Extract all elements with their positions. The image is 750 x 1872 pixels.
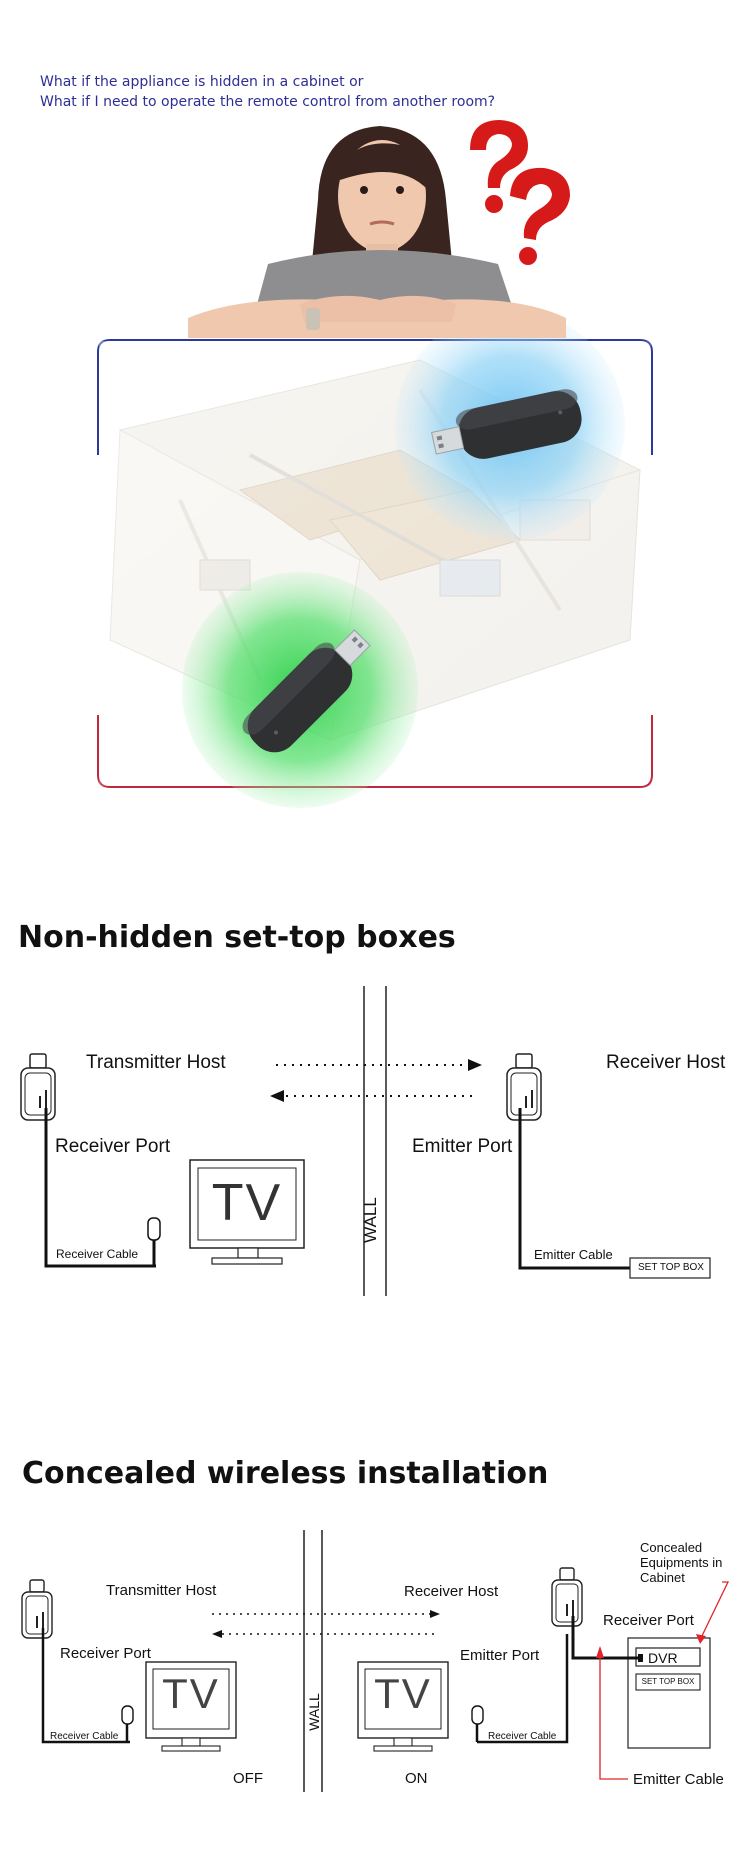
receiver-sensor: [147, 1217, 161, 1241]
hero-frame: [97, 339, 653, 455]
emitter-cable: [518, 1108, 630, 1270]
receiver-cable-left: [41, 1628, 130, 1744]
label-receiver-port-right: Receiver Port: [603, 1612, 694, 1629]
tv-icon: [189, 1159, 305, 1265]
label-receiver-cable-right: Receiver Cable: [488, 1731, 557, 1742]
tv-icon-left: [145, 1661, 237, 1752]
label-emitter-cable: Emitter Cable: [534, 1247, 613, 1262]
label-receiver-cable-left: Receiver Cable: [50, 1731, 119, 1742]
label-transmitter-host: Transmitter Host: [86, 1052, 226, 1073]
label-receiver-cable: Receiver Cable: [56, 1247, 139, 1261]
receiver-host-device: [506, 1053, 542, 1121]
label-receiver-port: Receiver Port: [55, 1136, 171, 1157]
diagram-nonhidden: [20, 986, 711, 1296]
label-emitter-port-2: Emitter Port: [460, 1647, 540, 1664]
emitter-cable-link: [571, 1616, 640, 1660]
label-tv: TV: [211, 1174, 283, 1232]
label-receiver-host-2: Receiver Host: [404, 1583, 499, 1600]
usb-dongle-icon: [431, 389, 582, 459]
label-transmitter-host-2: Transmitter Host: [106, 1582, 217, 1599]
intro-line-1: What if the appliance is hidden in a cab…: [40, 74, 364, 90]
set-top-box: [629, 1257, 711, 1279]
section-title-concealed: Concealed wireless installation: [22, 1456, 549, 1491]
question-mark-icon: [470, 120, 570, 265]
receiver-host-device: [551, 1567, 583, 1627]
label-wall: WALL: [360, 1197, 380, 1243]
label-emitter-port: Emitter Port: [412, 1136, 513, 1157]
usb-dongle-icon: [242, 629, 371, 753]
transmitter-host-device: [20, 1053, 56, 1121]
tv-icon-right: [357, 1661, 449, 1752]
receiver-cable-right: [477, 1634, 569, 1744]
label-tv-right: TV: [374, 1670, 432, 1717]
transmitter-host-device: [21, 1579, 53, 1639]
label-set-top-box-2: SET TOP BOX: [641, 1677, 695, 1686]
intro-line-2: What if I need to operate the remote con…: [40, 94, 496, 110]
diagram-concealed: [21, 1530, 730, 1792]
intro-text: What if the appliance is hidden in a cab…: [40, 72, 495, 112]
label-wall-2: WALL: [305, 1693, 322, 1731]
label-set-top-box: SET TOP BOX: [638, 1262, 704, 1273]
concealed-pointer: [699, 1581, 730, 1641]
label-concealed-equipment: Concealed Equipments in Cabinet: [640, 1540, 723, 1585]
label-receiver-host: Receiver Host: [606, 1052, 726, 1073]
label-on: ON: [405, 1770, 428, 1787]
label-emitter-cable-2: Emitter Cable: [633, 1771, 724, 1788]
label-tv-left: TV: [162, 1670, 220, 1717]
label-off: OFF: [233, 1770, 263, 1787]
section-title-nonhidden: Non-hidden set-top boxes: [18, 920, 456, 955]
emitter-cable-pointer: [599, 1652, 628, 1780]
set-top-box-cabinet: [635, 1673, 701, 1691]
thinking-woman-figure: [188, 126, 566, 338]
receiver-cable: [44, 1108, 156, 1268]
label-dvr: DVR: [648, 1650, 678, 1666]
label-receiver-port-left: Receiver Port: [60, 1645, 151, 1662]
hero-illustration: [97, 120, 653, 808]
